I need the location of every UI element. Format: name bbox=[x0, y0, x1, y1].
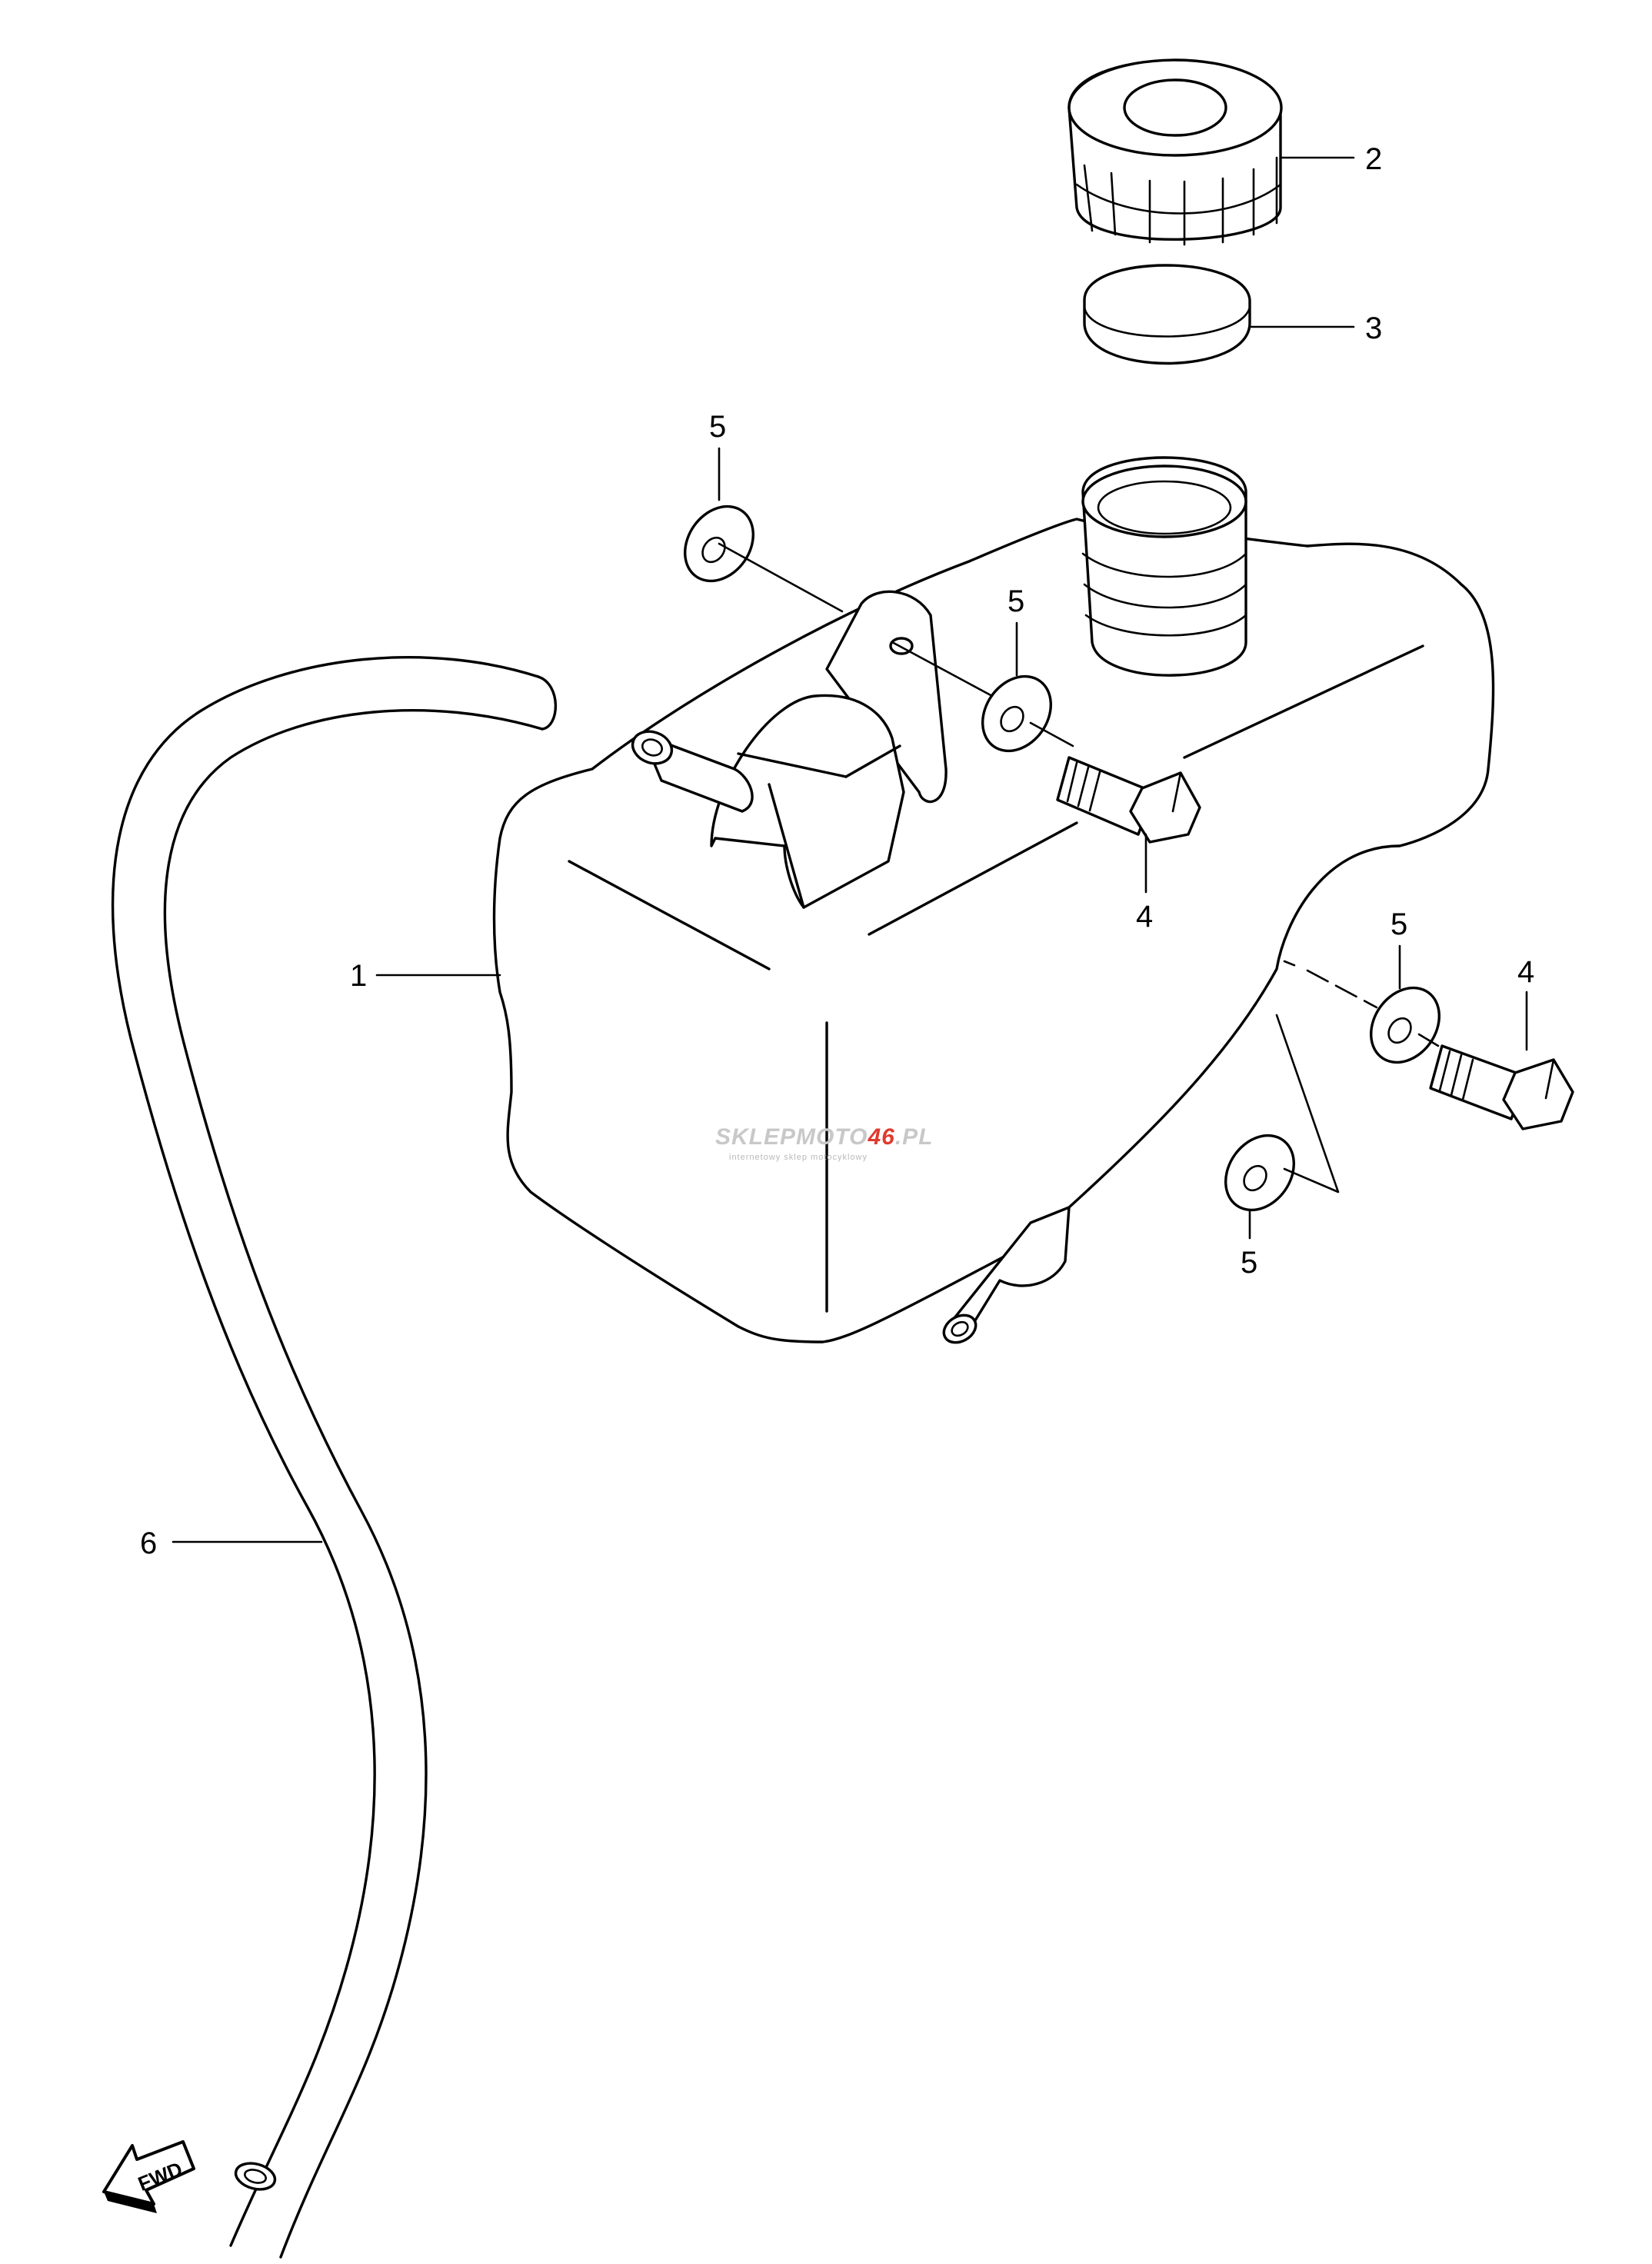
callout-numbers: 2 3 5 5 4 5 4 5 1 6 bbox=[140, 142, 1534, 1560]
watermark-text: SKLEPMOTO46.PL bbox=[715, 1124, 934, 1150]
hose bbox=[111, 656, 558, 2259]
fwd-arrow-icon: FWD bbox=[102, 2140, 195, 2213]
cap-gasket bbox=[1083, 264, 1251, 365]
callout-gasket: 3 bbox=[1365, 311, 1382, 345]
callout-washer-mid: 5 bbox=[1008, 584, 1024, 618]
callout-washer-lower: 5 bbox=[1241, 1246, 1257, 1280]
callout-bolt-right: 4 bbox=[1517, 955, 1534, 989]
watermark-part1: SKLEPMOTO bbox=[715, 1124, 868, 1150]
watermark: SKLEPMOTO46.PL internetowy sklep motocyk… bbox=[715, 1124, 934, 1162]
leader-lines bbox=[172, 156, 1528, 1543]
reservoir-tank bbox=[492, 456, 1495, 1344]
washer-mid bbox=[981, 674, 1053, 753]
callout-washer-right: 5 bbox=[1391, 907, 1407, 941]
watermark-tagline: internetowy sklep motocyklowy bbox=[729, 1153, 868, 1162]
watermark-part2: 46 bbox=[867, 1124, 894, 1150]
bolt-right bbox=[1429, 1044, 1574, 1130]
bolt-upper bbox=[1056, 756, 1201, 844]
filler-cap bbox=[1067, 58, 1283, 246]
washer-right bbox=[1369, 986, 1441, 1064]
callout-bolt-upper: 4 bbox=[1136, 900, 1153, 934]
callout-washer-top: 5 bbox=[709, 410, 726, 444]
watermark-part3: .PL bbox=[895, 1124, 934, 1150]
callout-hose: 6 bbox=[140, 1527, 157, 1560]
washer-lower bbox=[1224, 1134, 1296, 1212]
callout-cap: 2 bbox=[1365, 142, 1382, 176]
callout-tank: 1 bbox=[350, 959, 367, 993]
